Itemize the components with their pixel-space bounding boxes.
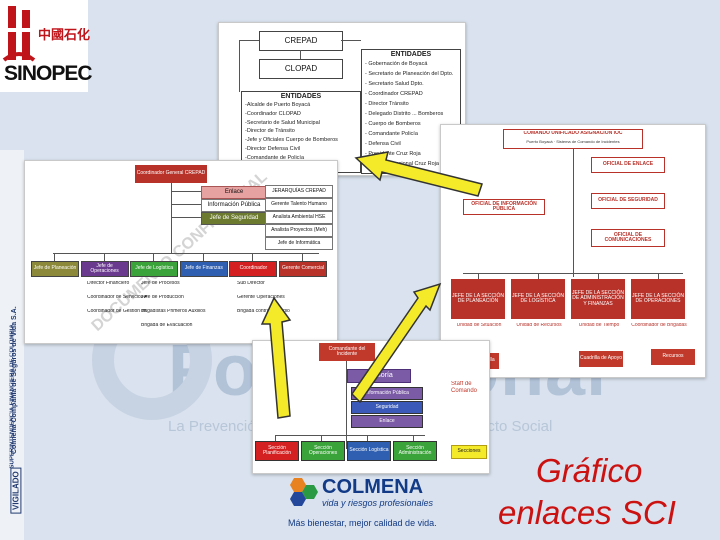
oficial-seguridad-box: OFICIAL DE SEGURIDAD bbox=[591, 193, 665, 209]
ics-section-box: Sección Planificación bbox=[255, 441, 299, 461]
staff-comando-label: Staff de Comando bbox=[451, 381, 478, 394]
ics-structure-panel: Comandante del Incidente Asesoría Inform… bbox=[252, 340, 490, 474]
oficial-enlace-box: OFICIAL DE ENLACE bbox=[591, 157, 665, 173]
entidad-right-item: - Cuerpo de Bomberos bbox=[365, 121, 421, 127]
colmena-hexagon-icon bbox=[290, 478, 318, 506]
sinopec-chinese: 中國石化 bbox=[38, 28, 91, 42]
comando-title: COMANDO UNIFICADO ASIGNACIÓN IOC bbox=[523, 131, 623, 136]
sinopec-emblem-icon bbox=[2, 6, 36, 62]
comando-title-box: COMANDO UNIFICADO ASIGNACIÓN IOC Puerto … bbox=[503, 129, 643, 149]
sub-unit-mid: Jefe de Producción bbox=[141, 295, 184, 300]
side-role-box: Gerente Talento Humano bbox=[265, 198, 333, 211]
side-role-box: Analista Proyectos (Meh) bbox=[265, 224, 333, 237]
entidad-right-item: - Coordinador CREPAD bbox=[365, 91, 423, 97]
comando-subtitle: Puerto Boyacá · Sistema de Comando de In… bbox=[526, 140, 620, 144]
sub-unit-mid: Brigada de Evacuación bbox=[141, 323, 193, 328]
entidad-left-item: -Director de Tránsito bbox=[245, 128, 295, 135]
support-box: Cuadrilla de Apoyo bbox=[579, 351, 623, 367]
slide-title-line2: enlaces SCI bbox=[498, 494, 676, 531]
entidad-right-item: - Secretario Salud Dpto. bbox=[365, 81, 424, 87]
sub-unit-right: Sub Director bbox=[237, 281, 265, 286]
section-chief-box: JEFE DE LA SECCIÓN DE PLANEACIÓN bbox=[451, 279, 505, 319]
entidad-right-item: - Delegado Distrito ... Bomberos bbox=[365, 111, 444, 117]
sinopec-logo: 中國石化 SINOPEC bbox=[0, 0, 92, 92]
sinopec-brand: SINOPEC bbox=[4, 62, 92, 85]
side-role-box: JERARQUÍAS CREPAD bbox=[265, 185, 333, 198]
unit-box: Jefe de Planeación bbox=[31, 261, 79, 277]
entidad-right-item: - Presidente Cruz Roja bbox=[365, 151, 421, 157]
top-coordinator-box: Coordinador General CREPAD bbox=[135, 165, 207, 183]
section-sub-unit: Coordinador de Brigadas bbox=[631, 323, 687, 328]
entidad-right-item: - Gobernación de Boyacá bbox=[365, 61, 428, 67]
colmena-subtitle: vida y riesgos profesionales bbox=[322, 498, 434, 508]
entidad-left-item: -Director Defensa Civil bbox=[245, 146, 301, 152]
entidad-left-item: -Coordinador CLOPAD bbox=[245, 110, 301, 117]
info-publica-c-box: OFICIAL DE INFORMACIÓN PÚBLICA bbox=[463, 199, 545, 215]
section-sub-unit: Unidad de Tiempo bbox=[578, 323, 620, 328]
ics-section-box: Sección Operaciones bbox=[301, 441, 345, 461]
colmena-name: COLMENA bbox=[322, 476, 424, 498]
unit-box: Jefe de Finanzas bbox=[179, 261, 228, 277]
sub-unit-left: Director Financiero bbox=[87, 281, 130, 286]
unit-box: Gerente Comercial bbox=[279, 261, 327, 277]
section-chief-box: JEFE DE LA SECCIÓN DE OPERACIONES bbox=[631, 279, 685, 319]
arrow-to-crepad-icon bbox=[354, 151, 483, 197]
comunicaciones-box: OFICIAL DE COMUNICACIONES bbox=[591, 229, 665, 247]
unit-box: Coordinador bbox=[229, 261, 278, 277]
ics-section-box: Sección Logística bbox=[347, 441, 391, 461]
section-sub-unit: Unidad de Recursos bbox=[516, 323, 562, 328]
sub-unit-left: Coordinador de Gestión Humana bbox=[87, 309, 147, 314]
entidad-right-item: - Defensa Civil bbox=[365, 141, 401, 147]
colmena-logo: COLMENA vida y riesgos profesionales Más… bbox=[286, 474, 476, 534]
section-sub-unit: Unidad de Situación bbox=[456, 323, 502, 328]
entidad-left-item: -Jefe y Oficiales Cuerpo de Bomberos bbox=[245, 137, 338, 144]
staff-item-box: Seguridad bbox=[351, 401, 423, 414]
arrow-to-unit-icon bbox=[260, 296, 292, 419]
crepad-clopad-panel: CREPAD CLOPAD ENTIDADES - Gobernación de… bbox=[218, 22, 466, 176]
enlace-box: Enlace bbox=[201, 186, 267, 199]
sub-unit-right: Brigada contra Incendio bbox=[237, 309, 290, 314]
sub-unit-left: Coordinador de Servicios Administrativos bbox=[87, 295, 147, 300]
entidad-left-item: -Comandante de Policía bbox=[245, 154, 305, 161]
entidad-left-item: -Secretario de Salud Municipal bbox=[245, 119, 320, 126]
clopad-box: CLOPAD bbox=[259, 59, 343, 79]
staff-item-box: Enlace bbox=[351, 415, 423, 428]
side-role-box: Analista Ambiental HSE bbox=[265, 211, 333, 224]
sub-unit-mid: Brigadistas Primeros Auxilios bbox=[141, 309, 206, 314]
unit-box: Jefe de Operaciones bbox=[80, 261, 129, 277]
side-role-box: Jefe de Informática bbox=[265, 237, 333, 250]
sub-unit-mid: Jefe de Procesos bbox=[141, 281, 180, 286]
sub-unit-right: Gerente Operaciones bbox=[237, 295, 285, 300]
entidad-right-item: - Director Tránsito bbox=[365, 101, 409, 107]
section-chief-box: JEFE DE LA SECCIÓN DE LOGÍSTICA bbox=[511, 279, 565, 319]
left-sidebar: Colmena Compañía de Seguros de Vida S.A. bbox=[0, 150, 24, 540]
entidad-left-item: -Alcalde de Puerto Boyacá bbox=[245, 102, 311, 108]
entidades-right-title: ENTIDADES bbox=[390, 51, 432, 58]
slide-title-line1: Gráfico bbox=[536, 452, 643, 489]
section-chief-box: JEFE DE LA SECCIÓN DE ADMINISTRACIÓN Y F… bbox=[571, 279, 625, 319]
entidad-right-item: - Comandante Policía bbox=[365, 131, 418, 137]
ics-section-box: Sección Administración bbox=[393, 441, 437, 461]
unit-box: Jefe de Logística bbox=[130, 261, 179, 277]
colmena-slogan: Más bienestar, mejor calidad de vida. bbox=[288, 518, 437, 528]
ics-top-box: Comandante del Incidente bbox=[319, 343, 375, 361]
crepad-box: CREPAD bbox=[259, 31, 343, 51]
seguridad-box: Jefe de Seguridad bbox=[201, 212, 267, 225]
arrow-to-planeacion-icon bbox=[351, 282, 442, 404]
secciones-label: Secciones bbox=[451, 445, 487, 459]
entidades-left-title: ENTIDADES bbox=[280, 93, 322, 100]
entidad-right-item: - Secretario de Planeación del Dpto. bbox=[365, 71, 454, 77]
support-box: Recursos bbox=[651, 349, 695, 365]
